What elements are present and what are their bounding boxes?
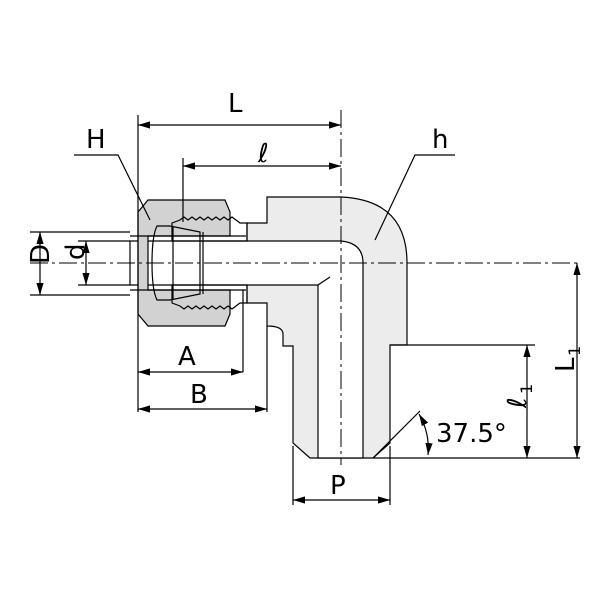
thread-bottom	[171, 284, 248, 310]
dim-L1-label: L 1	[551, 346, 584, 372]
dim-L1-main: L	[551, 357, 581, 372]
dim-L1-sub: 1	[565, 346, 584, 356]
body-h-label: h	[432, 125, 448, 155]
dim-l-label: ℓ	[257, 139, 269, 169]
dim-L-label: L	[228, 89, 243, 119]
chamfer-angle-label: 37.5°	[436, 419, 507, 449]
dim-A-label: A	[178, 342, 196, 372]
dim-l1-label: ℓ 1	[503, 384, 536, 409]
dim-l1-sub: 1	[517, 384, 536, 394]
dim-d-label: d	[61, 243, 91, 260]
thread-top	[171, 216, 248, 242]
bore	[129, 240, 364, 459]
dim-B-label: B	[190, 380, 208, 410]
dim-P-label: P	[330, 471, 346, 501]
nut-H-label: H	[86, 125, 106, 155]
dim-D-label: D	[26, 244, 56, 264]
dim-l1-main: ℓ	[503, 397, 533, 409]
